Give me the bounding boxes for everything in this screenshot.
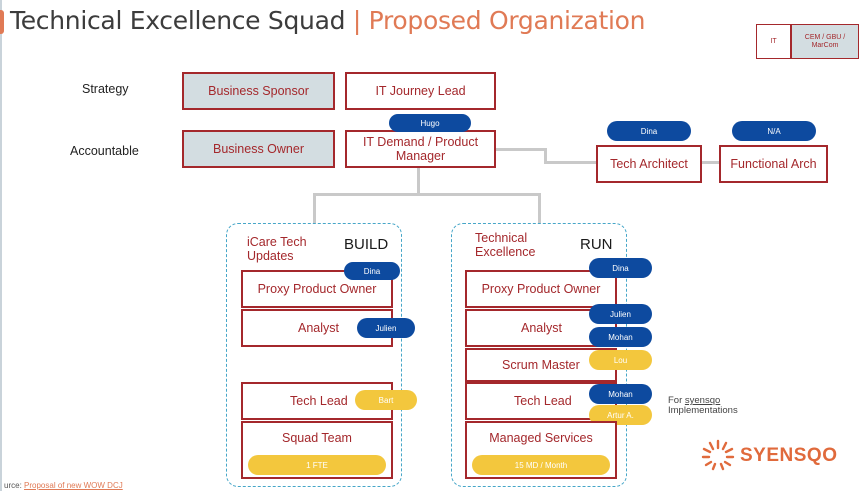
business-sponsor-box: Business Sponsor	[182, 72, 335, 110]
syensqo-note: For syensqo Implementations	[668, 395, 778, 417]
build-squad-container	[226, 223, 402, 487]
build-squad-team-label: Squad Team	[282, 431, 352, 445]
run-proxy-po-person-pill: Dina	[589, 258, 652, 278]
title-accent: Proposed Organization	[368, 6, 646, 35]
run-scrum-master-person-pill: Lou	[589, 350, 652, 370]
note-prefix: For	[668, 395, 683, 406]
syensqo-logo-text: SYENSQO	[740, 445, 838, 466]
run-tech-lead-person-pill-1: Mohan	[589, 384, 652, 404]
connector-pm-arch-h2	[544, 161, 598, 164]
build-analyst-person-pill: Julien	[357, 318, 415, 338]
tech-architect-person-pill: Dina	[607, 121, 691, 141]
build-proxy-po-person-pill: Dina	[344, 262, 400, 280]
source-link[interactable]: Proposal of new WOW DCJ	[24, 481, 123, 490]
run-type-label: RUN	[580, 236, 613, 253]
run-heading: Technical Excellence	[475, 231, 536, 259]
tech-architect-box: Tech Architect	[596, 145, 702, 183]
source-prefix: urce:	[4, 481, 22, 490]
run-proxy-po-box: Proxy Product Owner	[465, 270, 617, 308]
run-analyst-person-pill-2: Mohan	[589, 327, 652, 347]
run-managed-services-size-pill: 15 MD / Month	[472, 455, 610, 475]
row-label-strategy: Strategy	[82, 82, 129, 96]
it-journey-lead-box: IT Journey Lead	[345, 72, 496, 110]
note-suffix: Implementations	[668, 405, 738, 417]
functional-arch-person-pill: N/A	[732, 121, 816, 141]
title-separator: |	[352, 6, 361, 35]
syensqo-logo: SYENSQO	[700, 437, 837, 473]
connector-run-down	[538, 193, 541, 223]
connector-pm-arch-h1	[496, 148, 546, 151]
source-note: urce: Proposal of new WOW DCJ	[4, 481, 123, 490]
page-title: Technical Excellence Squad | Proposed Or…	[10, 6, 646, 35]
connector-horizontal-split	[313, 193, 541, 196]
run-analyst-person-pill-1: Julien	[589, 304, 652, 324]
it-demand-person-pill: Hugo	[389, 114, 471, 132]
legend-it: IT	[756, 24, 791, 59]
build-type-label: BUILD	[344, 236, 389, 253]
note-company: syensqo	[684, 395, 721, 406]
legend-business: CEM / GBU / MarCom	[791, 24, 859, 59]
run-analyst-box: Analyst	[465, 309, 617, 347]
business-owner-box: Business Owner	[182, 130, 335, 168]
it-demand-pm-box: IT Demand / Product Manager	[345, 130, 496, 168]
build-squad-team-size-pill: 1 FTE	[248, 455, 386, 475]
syensqo-burst-icon	[700, 437, 736, 473]
left-edge-bar	[0, 0, 2, 491]
run-managed-services-label: Managed Services	[489, 431, 593, 445]
connector-pm-arch-v	[544, 148, 547, 163]
connector-build-down	[313, 193, 316, 223]
connector-pm-down	[417, 166, 420, 194]
title-accent-mark	[0, 10, 4, 34]
connector-arch-functional	[700, 161, 720, 164]
title-main: Technical Excellence Squad	[10, 6, 346, 35]
run-tech-lead-person-pill-2: Artur A.	[589, 405, 652, 425]
functional-arch-box: Functional Arch	[719, 145, 828, 183]
row-label-accountable: Accountable	[70, 144, 139, 158]
build-heading: iCare Tech Updates	[247, 235, 307, 263]
build-tech-lead-person-pill: Bart	[355, 390, 417, 410]
